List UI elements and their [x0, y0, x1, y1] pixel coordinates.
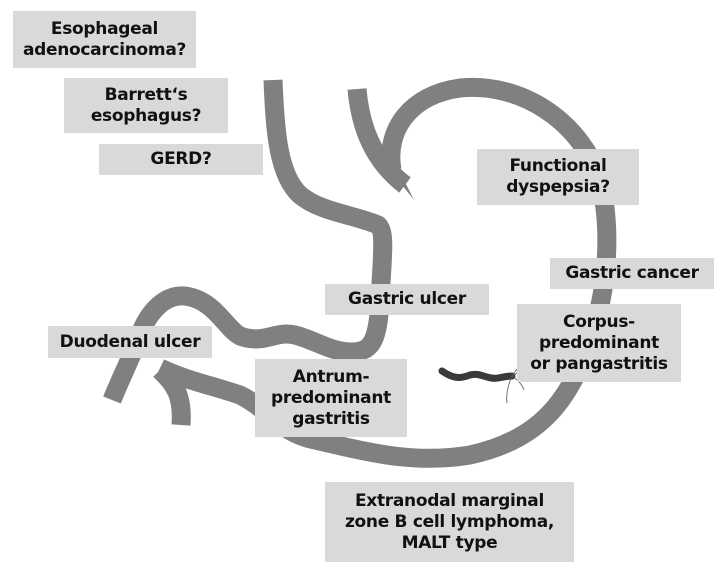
label-line: Esophageal	[50, 18, 159, 39]
label-corpus-predominant-gastritis: Corpus- predominant or pangastritis	[517, 304, 681, 382]
label-line: GERD?	[150, 149, 212, 169]
label-line: predominant	[271, 387, 391, 408]
label-duodenal-ulcer: Duodenal ulcer	[48, 326, 212, 358]
label-line: gastritis	[292, 408, 370, 429]
label-line: Gastric cancer	[565, 263, 699, 283]
lesser-curvature-path	[103, 79, 393, 404]
label-functional-dyspepsia: Functional dyspepsia?	[477, 149, 639, 205]
label-line: zone B cell lymphoma,	[344, 511, 555, 532]
duodenum-branch-path	[153, 363, 191, 426]
helicobacter-pylori-icon	[438, 364, 533, 404]
label-line: Duodenal ulcer	[59, 331, 201, 352]
label-antrum-predominant-gastritis: Antrum- predominant gastritis	[255, 359, 407, 437]
label-line: Functional	[509, 156, 607, 176]
label-esophageal-adenocarcinoma: Esophageal adenocarcinoma?	[13, 11, 196, 68]
label-malt-lymphoma: Extranodal marginal zone B cell lymphoma…	[325, 482, 574, 562]
label-barretts-esophagus: Barrett‘s esophagus?	[64, 78, 228, 133]
label-gastric-ulcer: Gastric ulcer	[325, 284, 489, 315]
label-line: esophagus?	[90, 105, 202, 126]
label-line: Antrum-	[292, 366, 370, 387]
label-line: Barrett‘s	[104, 84, 188, 105]
label-line: adenocarcinoma?	[22, 39, 187, 60]
label-line: Gastric ulcer	[348, 289, 466, 309]
label-line: or pangastritis	[530, 353, 668, 374]
label-gastric-cancer: Gastric cancer	[550, 258, 714, 289]
cardia-notch	[382, 160, 414, 200]
label-line: MALT type	[401, 532, 498, 553]
label-line: Extranodal marginal	[354, 490, 544, 511]
label-line: predominant	[539, 332, 659, 353]
label-line: dyspepsia?	[506, 177, 610, 197]
label-gerd: GERD?	[99, 144, 263, 175]
label-line: Corpus-	[563, 311, 635, 332]
